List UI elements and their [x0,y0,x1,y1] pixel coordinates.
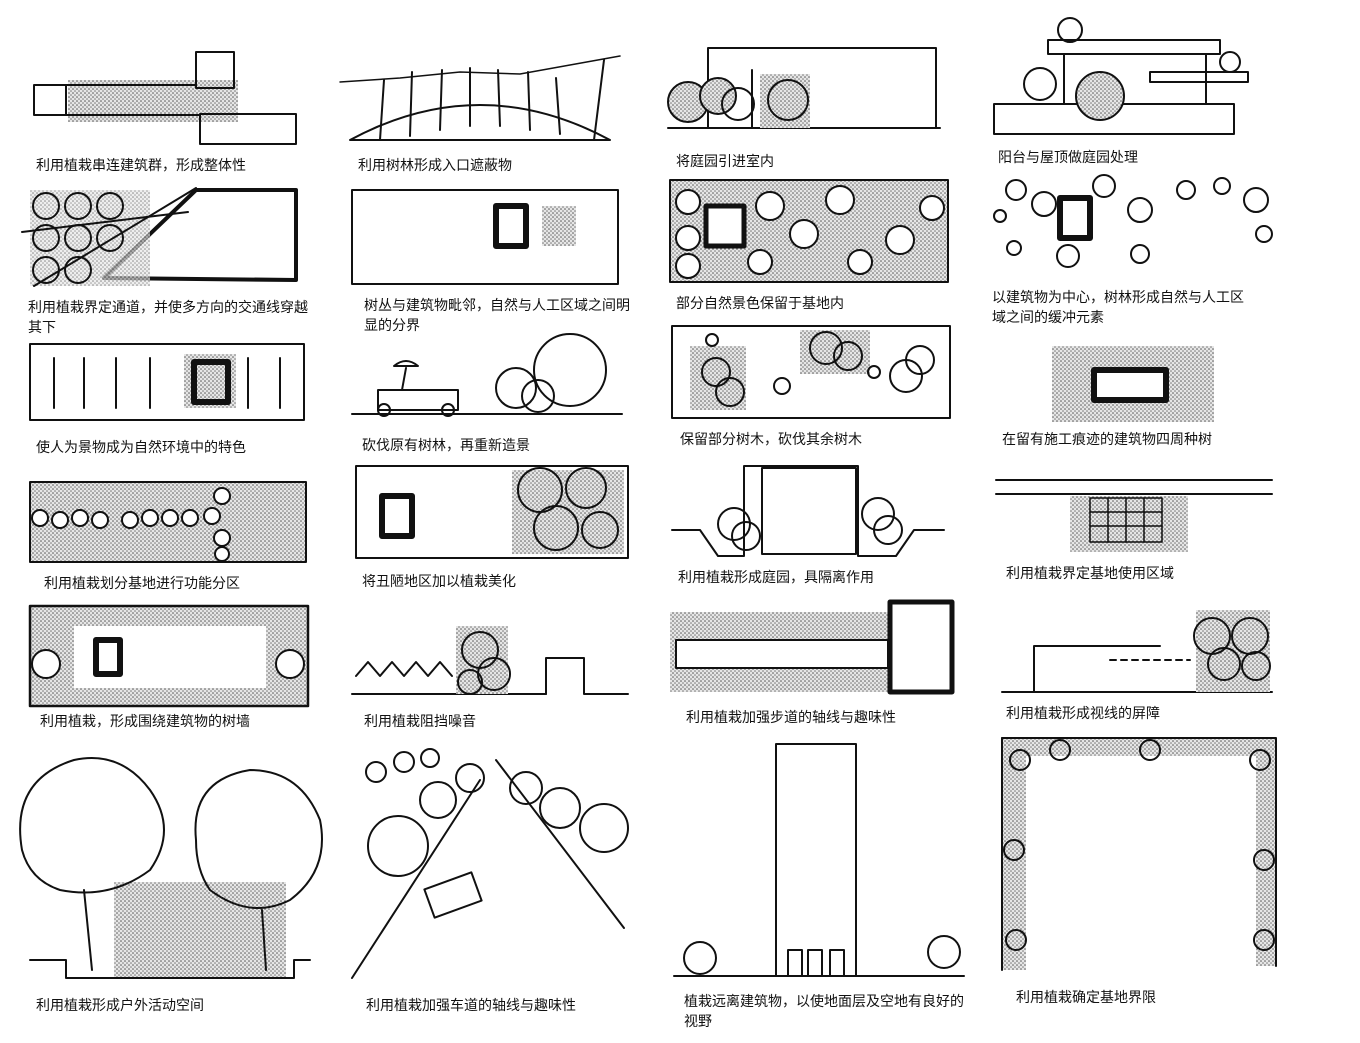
caption-7: 部分自然景色保留于基地内 [676,296,844,312]
diagram-1-building-chain [33,51,297,145]
diagram-5-passage [21,187,298,287]
caption-14: 将丑陋地区加以植栽美化 [362,574,516,590]
diagram-13-zoning [29,481,307,563]
diagram-22-driveway-axis [351,748,629,979]
caption-5: 利用植栽界定通道，并使多方向的交通线穿越其下 [28,300,308,336]
caption-20: 利用植栽形成视线的屏障 [1006,706,1160,722]
caption-8: 以建筑物为中心，树林形成自然与人工区域之间的缓冲元素 [992,290,1244,326]
diagram-19-walkway-axis [670,599,955,695]
diagram-2-forest-entrance [339,55,621,141]
caption-18: 利用植栽阻挡噪音 [364,714,476,730]
diagram-18-noise-block [351,626,629,695]
diagram-23-keep-trees-away [673,743,965,977]
caption-24: 利用植栽确定基地界限 [1016,990,1156,1006]
diagram-9-artificial-feature [29,343,305,421]
diagram-6-tree-cluster [351,189,619,285]
diagram-20-view-screen [1001,610,1273,693]
caption-21: 利用植栽形成户外活动空间 [36,998,204,1014]
diagram-24-site-boundary [1001,737,1277,971]
caption-6: 树丛与建筑物毗邻，自然与人工区域之间明显的分界 [364,298,630,334]
caption-17: 利用植栽，形成围绕建筑物的树墙 [40,714,250,730]
diagram-12-plant-around-building [1052,346,1214,422]
caption-16: 利用植栽界定基地使用区域 [1006,566,1174,582]
diagram-3-garden-indoor [667,47,941,129]
diagram-21-outdoor-space [19,757,323,979]
caption-22: 利用植栽加强车道的轴线与趣味性 [366,998,576,1014]
caption-11: 保留部分树木，砍伐其余树木 [680,432,862,448]
caption-4: 阳台与屋顶做庭园处理 [998,150,1138,166]
diagram-7-natural-scenery [669,179,949,283]
caption-10: 砍伐原有树林，再重新造景 [362,438,530,454]
caption-15: 利用植栽形成庭园，具隔离作用 [678,570,874,586]
caption-13: 利用植栽划分基地进行功能分区 [44,576,240,592]
diagram-4-balcony-roof [993,17,1249,135]
diagram-10-cut-and-replant [351,333,623,417]
caption-3: 将庭园引进室内 [676,154,774,170]
diagram-17-tree-wall [28,604,310,708]
diagram-11-keep-some-trees [671,325,951,419]
caption-23: 植栽远离建筑物，以使地面层及空地有良好的视野 [684,994,964,1030]
diagram-8-buffer-ring [993,174,1273,268]
caption-12: 在留有施工痕迹的建筑物四周种树 [1002,432,1212,448]
caption-9: 使人为景物成为自然环境中的特色 [36,440,246,456]
diagram-16-define-use-zone [995,479,1273,552]
diagram-14-beautify-ugly-area [355,465,629,559]
caption-2: 利用树林形成入口遮蔽物 [358,158,512,174]
caption-1: 利用植栽串连建筑群，形成整体性 [36,158,246,174]
caption-19: 利用植栽加强步道的轴线与趣味性 [686,710,896,726]
diagram-15-courtyard [671,465,945,557]
